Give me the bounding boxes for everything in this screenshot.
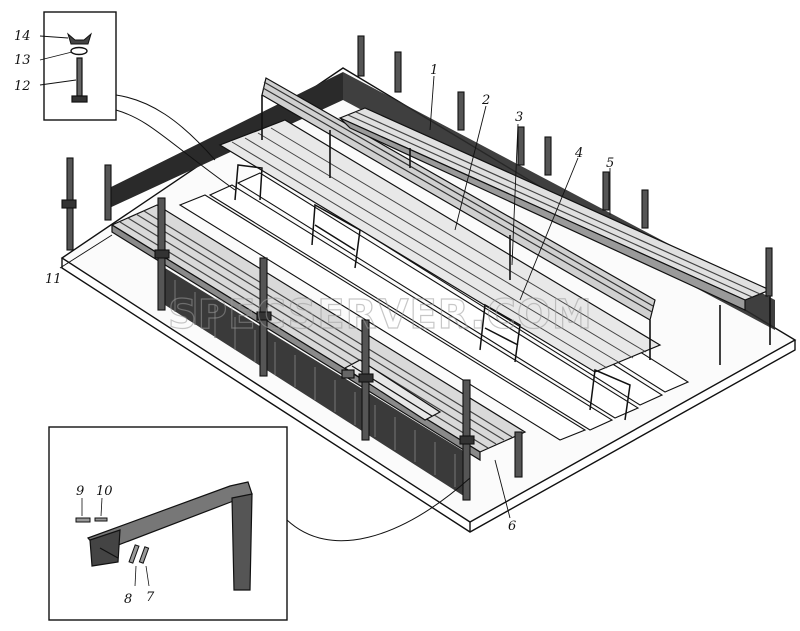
bracket-icon	[86, 481, 253, 591]
callouts: 1 2 3 4 5 6 7 8 9 10 11 12 13 14	[14, 29, 614, 607]
callout-10: 10	[96, 484, 113, 499]
callout-6: 6	[508, 519, 516, 534]
watermark-text: SPECSERVER.COM	[168, 292, 593, 338]
callout-14: 14	[14, 29, 31, 44]
side-stakes	[61, 35, 773, 501]
callout-2: 2	[481, 93, 490, 108]
callout-leaders	[59, 75, 611, 519]
pin-icon	[75, 517, 150, 564]
callout-4: 4	[574, 146, 583, 161]
bolt-icon	[71, 57, 88, 103]
callout-11: 11	[45, 272, 62, 287]
callout-12: 12	[14, 79, 31, 94]
center-bench	[218, 77, 662, 421]
inset-fastener	[39, 11, 117, 121]
bracket-leader	[286, 477, 471, 542]
callout-7: 7	[146, 590, 155, 605]
inset-leader	[115, 94, 236, 191]
callout-3: 3	[515, 110, 523, 125]
callout-5: 5	[606, 156, 614, 171]
callout-8: 8	[124, 592, 132, 607]
callout-1: 1	[430, 63, 438, 78]
wing-nut-icon	[67, 32, 92, 45]
callout-13: 13	[14, 53, 31, 68]
inset-bracket	[48, 426, 288, 621]
front-bench	[110, 204, 527, 462]
front-side-wall	[165, 268, 470, 500]
callout-9: 9	[76, 484, 84, 499]
washer-icon	[70, 46, 88, 56]
